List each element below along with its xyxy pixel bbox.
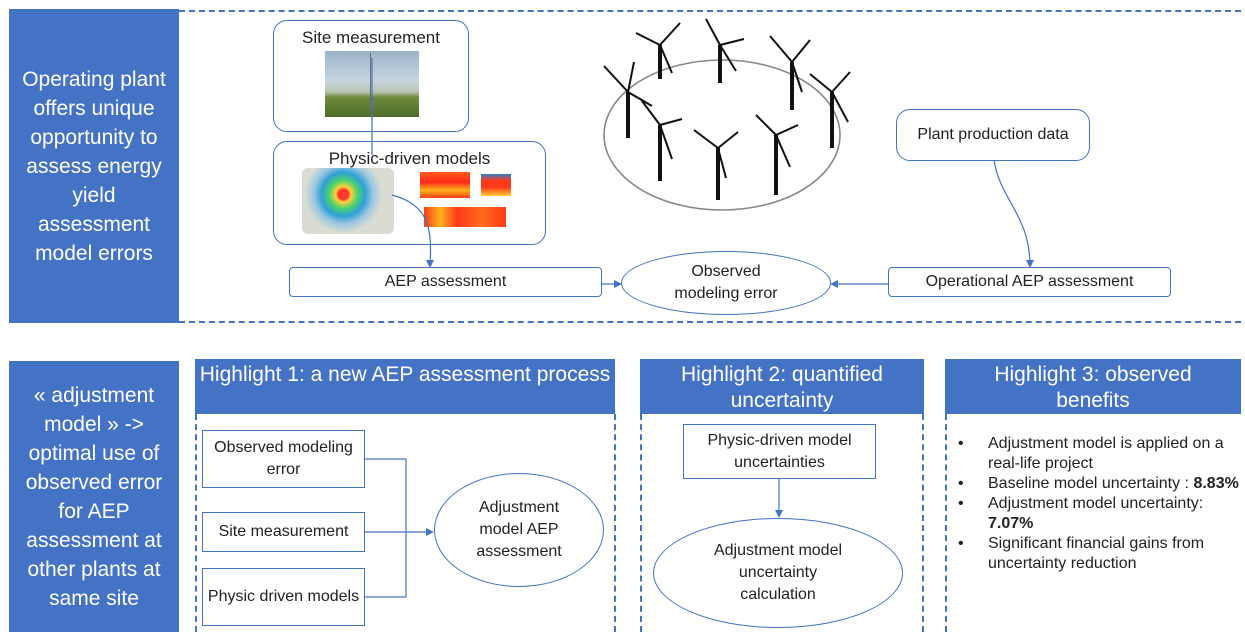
observed-error-line1: Observed	[691, 263, 761, 280]
highlight2-arrowhead	[775, 510, 783, 518]
wind-farm-ellipse	[603, 59, 841, 211]
benefit-item-3: Adjustment model uncertainty: 7.07%	[950, 494, 1240, 534]
hl1-box3-label: Physic driven models	[207, 588, 360, 605]
top-left-panel: Operating plant offers unique opportunit…	[9, 9, 179, 323]
adjustment-uncertainty-value: 7.07%	[988, 515, 1034, 532]
heatmap-image-2	[481, 174, 511, 196]
highlight3-header: Highlight 3: observed benefits	[945, 359, 1241, 414]
physic-models-label: Physic-driven models	[328, 149, 491, 168]
observed-modeling-error-oval: Observed modeling error	[621, 251, 831, 315]
highlight2-right-border	[922, 414, 924, 632]
site-measurement-box: Site measurement	[273, 20, 469, 132]
aep-assessment-box: AEP assessment	[289, 267, 602, 297]
hl1-box1-label: Observed modeling error	[214, 439, 353, 478]
terrain-map-image	[302, 168, 394, 234]
bottom-left-panel: « adjustment model » -> optimal use of o…	[9, 361, 179, 632]
heatmap-image-1	[420, 172, 470, 198]
plant-production-label: Plant production data	[917, 126, 1069, 143]
highlight1-arrowhead	[426, 528, 434, 536]
benefit-item-4: Significant financial gains from uncerta…	[950, 534, 1240, 574]
operational-aep-label: Operational AEP assessment	[925, 273, 1134, 290]
benefit-item-2: Baseline model uncertainty : 8.83%	[950, 474, 1240, 494]
hl1-oval-label: Adjustment model AEP assessment	[476, 499, 562, 560]
bottom-panel-text: « adjustment model » -> optimal use of o…	[25, 383, 163, 610]
highlight3-left-border	[945, 414, 947, 632]
highlight1-right-border	[614, 414, 616, 632]
highlight2-title: Highlight 2: quantified uncertainty	[681, 363, 883, 412]
turbine-icons	[603, 18, 851, 200]
physic-driven-models-box: Physic-driven models	[273, 141, 546, 245]
highlight1-header: Highlight 1: a new AEP assessment proces…	[195, 359, 615, 414]
top-dashed-border-top	[179, 10, 1241, 12]
benefit-item-1: Adjustment model is applied on a real-li…	[950, 434, 1240, 474]
benefits-list: Adjustment model is applied on a real-li…	[950, 434, 1240, 574]
physic-model-uncertainties-box: Physic-driven model uncertainties	[683, 424, 876, 479]
hl2-box-label: Physic-driven model uncertainties	[707, 431, 852, 471]
operational-aep-assessment-box: Operational AEP assessment	[888, 267, 1171, 297]
highlight2-left-border	[640, 414, 642, 632]
top-dashed-border-bottom	[179, 321, 1241, 323]
aep-assessment-label: AEP assessment	[384, 273, 507, 290]
physic-driven-models-box-2: Physic driven models	[202, 568, 365, 626]
plant-production-data-box: Plant production data	[896, 109, 1090, 161]
baseline-uncertainty-value: 8.83%	[1193, 475, 1239, 492]
highlight2-header: Highlight 2: quantified uncertainty	[640, 359, 924, 414]
adjustment-model-uncertainty-oval: Adjustment model uncertainty calculation	[653, 518, 903, 628]
highlight3-title: Highlight 3: observed benefits	[994, 363, 1192, 412]
top-panel-text: Operating plant offers unique opportunit…	[22, 67, 166, 265]
hl2-oval-label: Adjustment model uncertainty calculation	[713, 542, 843, 603]
heatmap-image-3	[424, 207, 506, 227]
site-measurement-label: Site measurement	[302, 28, 440, 47]
adjustment-model-aep-oval: Adjustment model AEP assessment	[434, 473, 604, 587]
highlight1-title: Highlight 1: a new AEP assessment proces…	[199, 363, 611, 386]
observed-error-line2: modeling error	[674, 285, 778, 302]
hl1-box2-label: Site measurement	[218, 523, 349, 540]
site-photo	[325, 51, 419, 117]
highlight1-connectors	[365, 458, 430, 598]
site-measurement-box-2: Site measurement	[202, 512, 365, 552]
highlight1-left-border	[195, 414, 197, 632]
observed-modeling-error-box: Observed modeling error	[202, 430, 365, 488]
